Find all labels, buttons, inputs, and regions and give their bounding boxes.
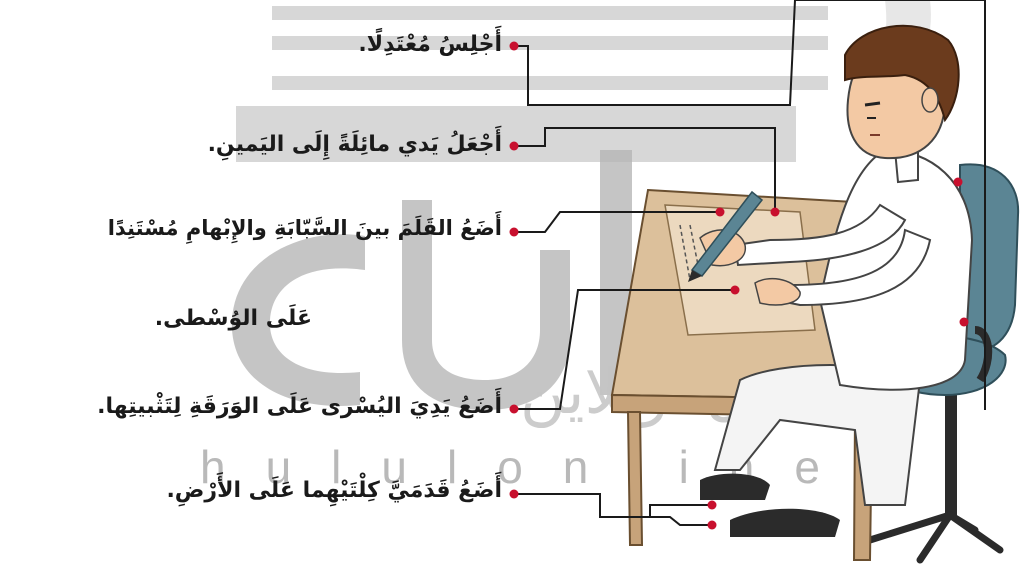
boy	[688, 24, 974, 537]
leader-dot	[959, 317, 969, 327]
instruction-sit-upright: أَجْلِسُ مُعْتَدِلًا.	[358, 32, 502, 57]
leader-dot	[730, 285, 740, 295]
instruction-pen-grip: أَضَعُ القَلَمَ بينَ السَّبّابَةِ والإِب…	[107, 216, 502, 240]
leader-dot	[715, 207, 725, 217]
instruction-pen-grip-cont: عَلَى الوُسْطى.	[154, 306, 312, 331]
leader-dot	[707, 500, 717, 510]
highlight-bar	[272, 36, 828, 50]
leader-dot	[509, 41, 519, 51]
leader-dot	[707, 520, 717, 530]
highlight-bar	[272, 76, 828, 90]
leader-dot	[509, 489, 519, 499]
leader-dot	[509, 404, 519, 414]
instruction-feet: أَضَعُ قَدَمَيَّ كِلْتَيْهِما عَلَى الأَ…	[166, 478, 502, 503]
instruction-hand-tilt: أَجْعَلُ يَدي مائِلَةً إِلَى اليَمينِ.	[207, 132, 502, 157]
leader-dot	[953, 177, 963, 187]
highlight-bar	[272, 6, 828, 20]
leader-dot	[509, 227, 519, 237]
leader-dot	[509, 141, 519, 151]
highlight-bar	[236, 106, 796, 162]
leader-dot	[770, 207, 780, 217]
instruction-left-hand: أَضَعُ يَدِيَ اليُسْرى عَلَى الوَرَقَةِ …	[97, 394, 502, 419]
